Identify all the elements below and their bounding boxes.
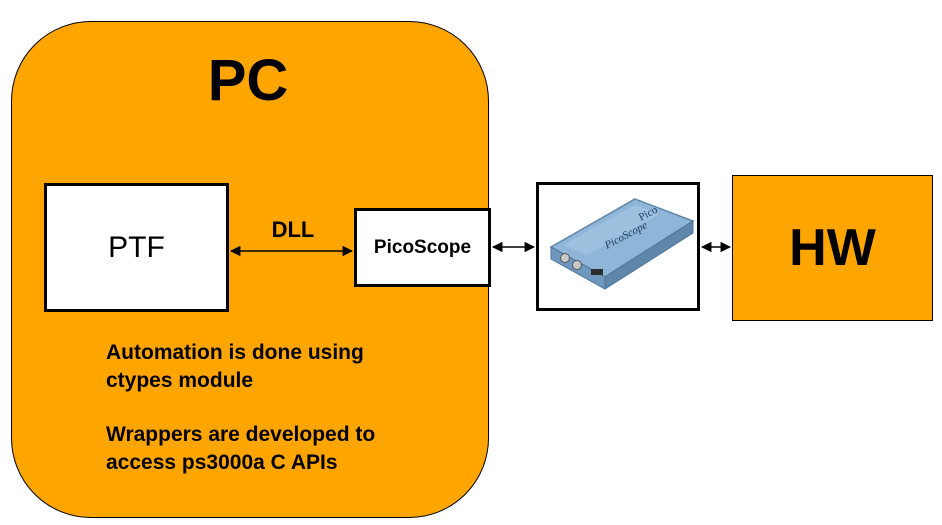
hw-label: HW xyxy=(789,219,876,277)
ptf-label: PTF xyxy=(108,230,165,264)
bnc-connector-2-icon xyxy=(572,260,582,270)
dll-label: DLL xyxy=(271,217,315,242)
pc-title: PC xyxy=(207,48,289,113)
picoscope-device-icon: Pico PicoScope xyxy=(549,198,695,290)
wrappers-note-line-2: access ps3000a C APIs xyxy=(106,451,338,474)
bnc-connector-1-icon xyxy=(560,253,570,263)
usb-port-icon xyxy=(591,269,603,275)
device-side-face xyxy=(604,220,694,290)
picoscope-box: PicoScope xyxy=(354,208,491,287)
hw-box: HW xyxy=(732,175,933,321)
ptf-box: PTF xyxy=(44,183,229,312)
device-image-box: Pico PicoScope xyxy=(536,182,700,311)
device-highlight xyxy=(563,205,659,255)
automation-note-line-2: ctypes module xyxy=(106,369,254,392)
automation-note-line-1: Automation is done using xyxy=(106,341,364,364)
automation-note: Automation is done using ctypes module xyxy=(106,339,364,395)
wrappers-note: Wrappers are developed to access ps3000a… xyxy=(106,421,375,477)
wrappers-note-line-1: Wrappers are developed to xyxy=(106,423,376,446)
picoscope-label: PicoScope xyxy=(373,236,472,258)
